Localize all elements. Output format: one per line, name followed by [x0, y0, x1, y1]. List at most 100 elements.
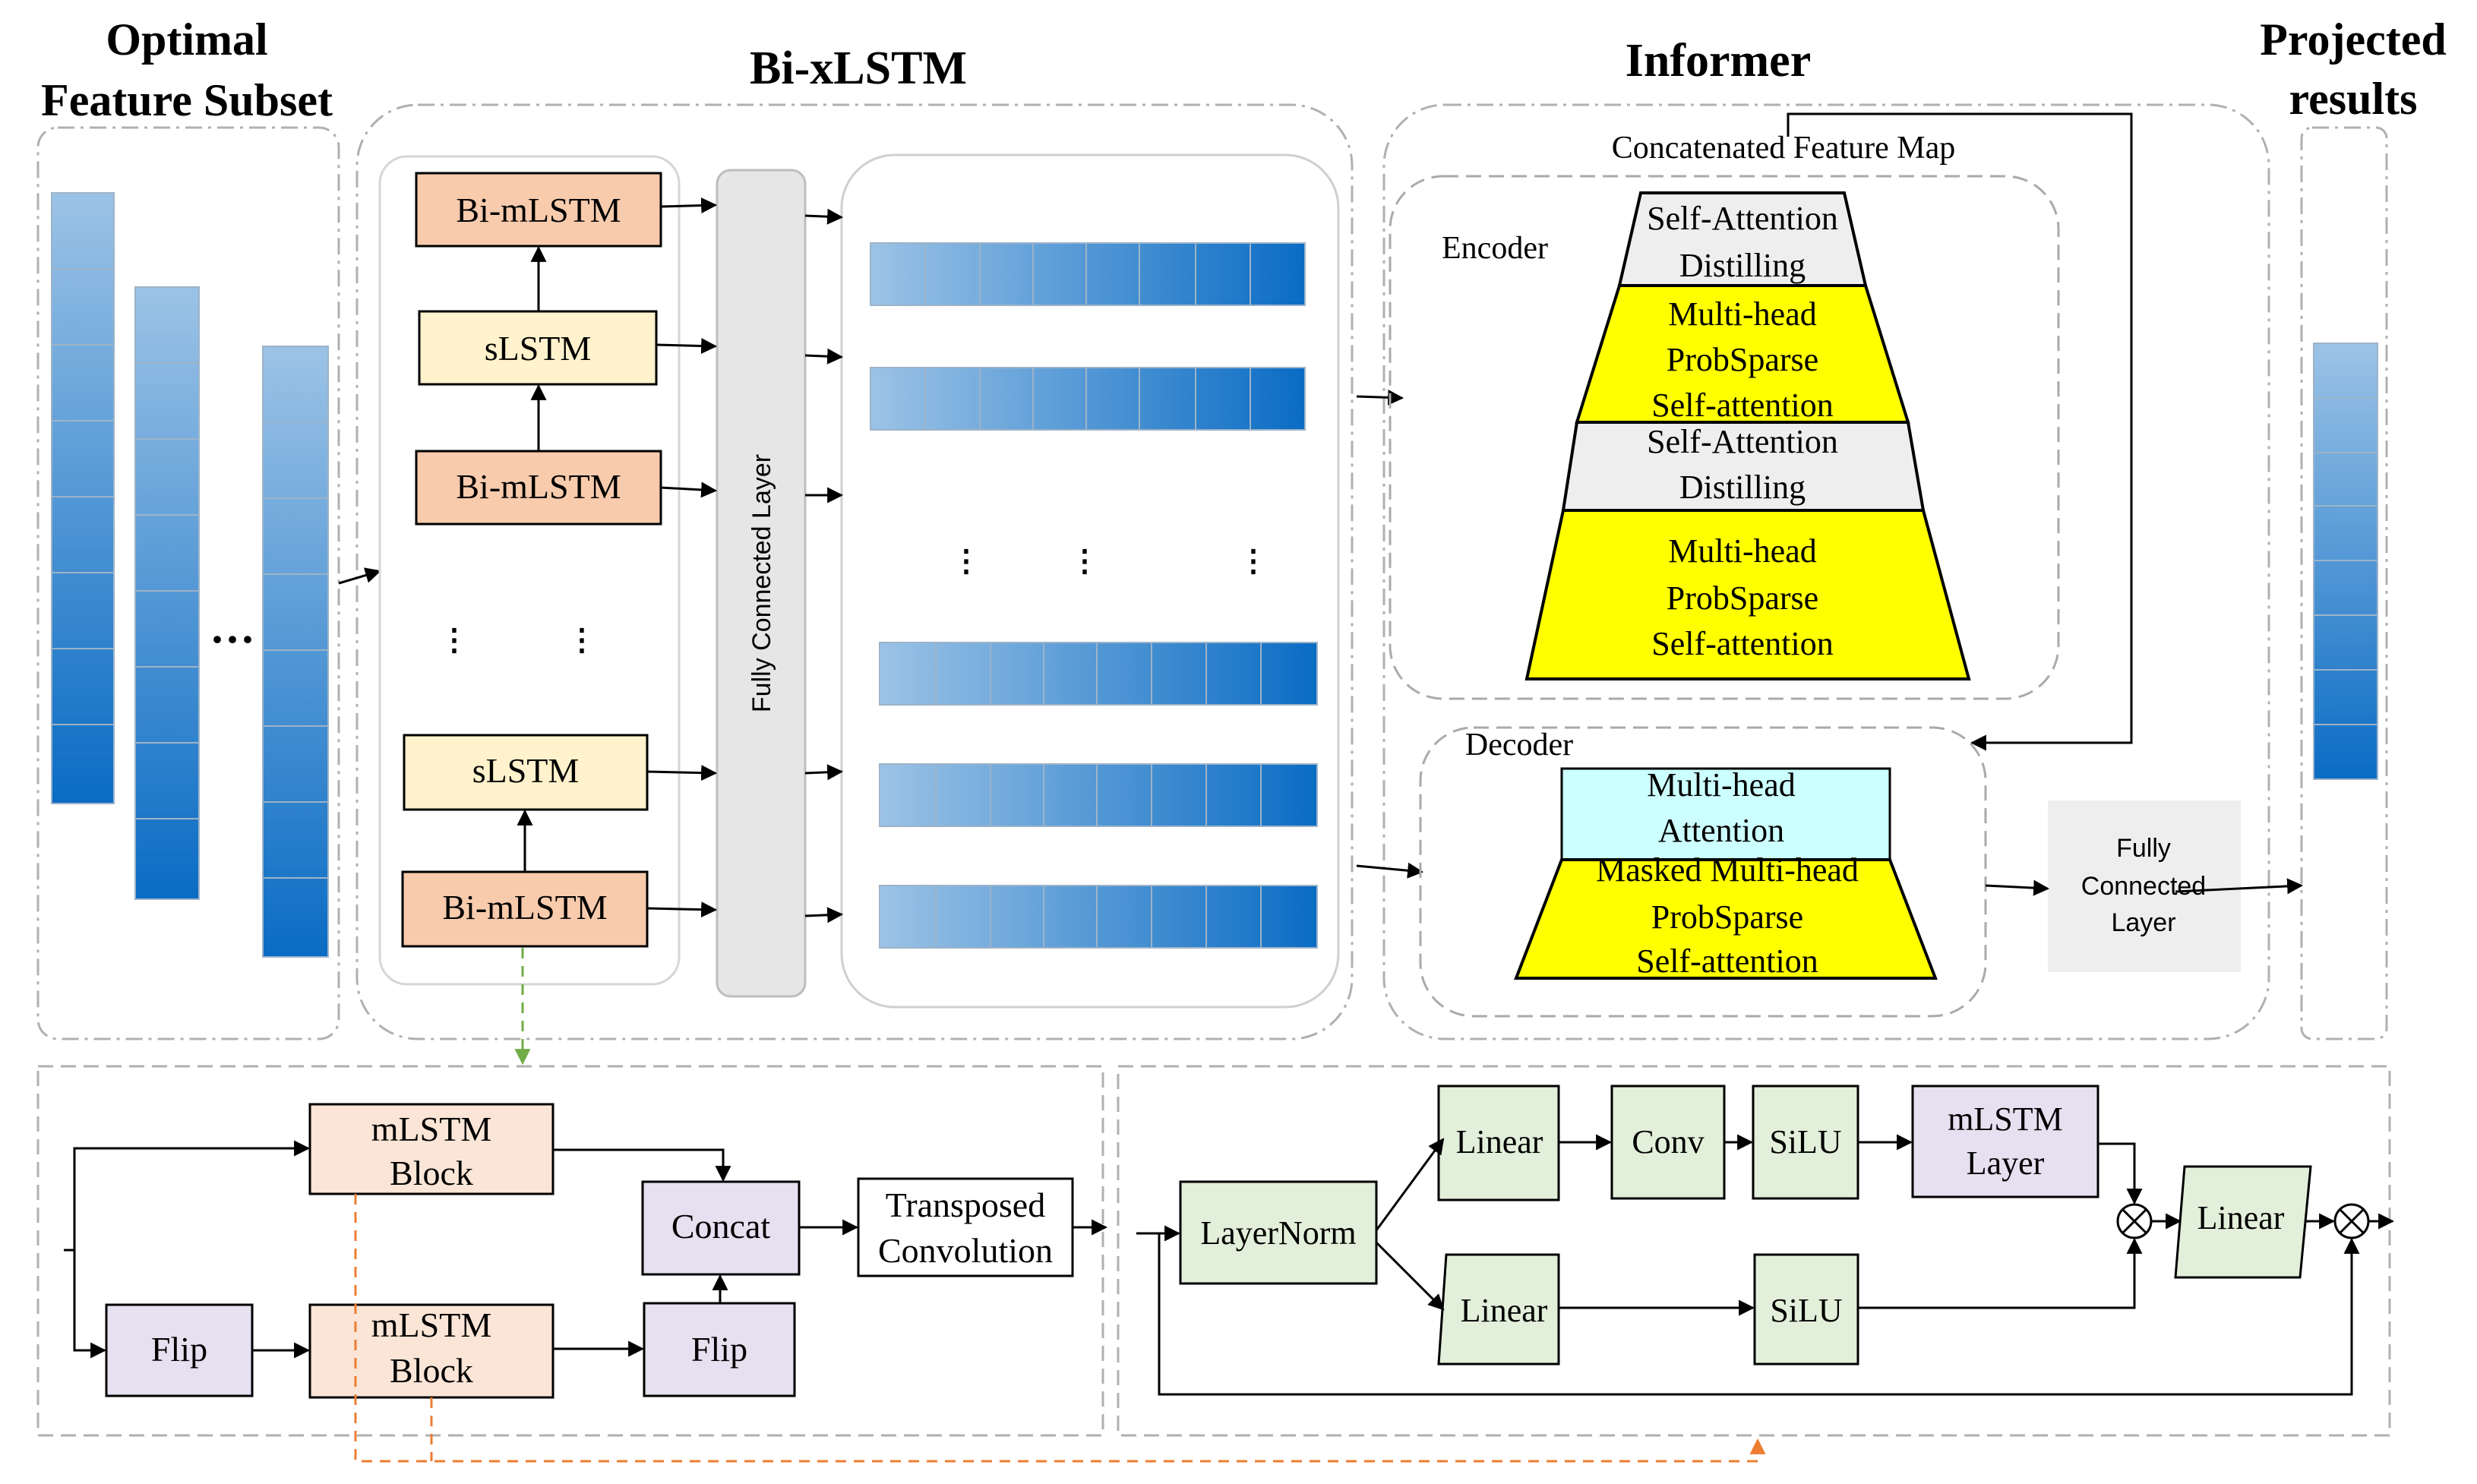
decoder-multihead-attention: Multi-head Attention	[1560, 766, 1891, 861]
feature-row-3	[879, 642, 1318, 706]
bottom-left-arrows	[64, 1140, 1108, 1359]
mlstm-block-top-line2: Block	[390, 1154, 473, 1192]
mh1-line3: Self-attention	[1651, 387, 1834, 424]
slstm-top-label: sLSTM	[485, 329, 592, 368]
mlstm-layer-line2: Layer	[1967, 1145, 2045, 1182]
bi-mlstm-mid-box: Bi-mLSTM	[415, 450, 662, 526]
bi-mlstm-bottom-box: Bi-mLSTM	[401, 870, 649, 948]
self-attention-distilling-1: Self-Attention Distilling	[1617, 191, 1868, 287]
slstm-low-box: sLSTM	[403, 734, 649, 811]
rows-ellipsis: ⋮ ⋮ ⋮	[951, 544, 1269, 578]
silu-top-label: SiLU	[1769, 1123, 1841, 1160]
bixlstm-title: Bi-xLSTM	[750, 43, 967, 94]
mlstm-block-top-line1: mLSTM	[371, 1110, 491, 1148]
mh2-line1: Multi-head	[1668, 532, 1817, 570]
mlstm-block-bottom: mLSTM Block	[308, 1303, 554, 1399]
xlstm-stack-panel	[378, 155, 681, 986]
fully-connected-layer-vertical: Fully Connected Layer	[716, 169, 807, 998]
bi-mlstm-bottom-label: Bi-mLSTM	[442, 888, 607, 927]
sad1-line2: Distilling	[1679, 247, 1806, 284]
arrow-decoder-to-fc	[1985, 879, 2050, 896]
feature-column-1	[51, 192, 115, 804]
decoder-panel	[1419, 726, 1987, 1018]
columns-ellipsis: ···	[210, 614, 255, 665]
feature-subset-panel	[36, 126, 340, 1040]
mh1-line1: Multi-head	[1668, 295, 1817, 333]
decoder-label: Decoder	[1465, 728, 1573, 763]
conv-label: Conv	[1632, 1123, 1704, 1160]
feature-row-4	[879, 763, 1318, 827]
mlstm-layer-line1: mLSTM	[1948, 1100, 2063, 1138]
svg-text:⋮: ⋮	[951, 544, 981, 578]
dec-mha-line1: Multi-head	[1647, 766, 1796, 804]
layernorm-box: LayerNorm	[1179, 1180, 1378, 1285]
encoder-label: Encoder	[1442, 231, 1548, 266]
bi-mlstm-mid-label: Bi-mLSTM	[456, 467, 621, 506]
concat-label: Concat	[671, 1207, 771, 1246]
fc-line2: Connected	[2081, 872, 2206, 901]
linear-top-box: Linear	[1437, 1085, 1560, 1201]
stack-ellipsis-left: ⋮	[439, 623, 469, 657]
mlstm-block-bottom-line1: mLSTM	[371, 1306, 491, 1344]
mh2-line3: Self-attention	[1651, 625, 1834, 662]
feature-row-1	[870, 242, 1306, 306]
informer-title: Informer	[1626, 35, 1811, 87]
flip-in-label: Flip	[151, 1330, 207, 1369]
sad1-line1: Self-Attention	[1647, 200, 1838, 237]
concat-box: Concat	[641, 1180, 801, 1276]
multihead-probsparse-2: Multi-head ProbSparse Self-attention	[1524, 509, 1971, 680]
transposed-line1: Transposed	[886, 1186, 1045, 1224]
linear-top-label: Linear	[1456, 1123, 1543, 1160]
feature-column-2	[134, 286, 200, 900]
arrow-encoder-to-decoder	[1787, 112, 2133, 751]
informer-panel	[1382, 103, 2270, 1040]
projected-title-line1: Projected	[2260, 14, 2446, 65]
dec-masked-line3: Self-attention	[1636, 942, 1818, 980]
flip-out-box: Flip	[643, 1302, 796, 1397]
mlstm-block-bottom-line2: Block	[390, 1351, 473, 1390]
silu-bottom-box: SiLU	[1753, 1253, 1859, 1366]
projected-title-line2: results	[2289, 74, 2418, 124]
mlstm-layer-box: mLSTM Layer	[1911, 1085, 2099, 1198]
slstm-low-label: sLSTM	[472, 751, 580, 790]
arrow-to-encoder	[1356, 389, 1404, 406]
dec-masked-line1: Masked Multi-head	[1596, 851, 1859, 889]
svg-text:⋮: ⋮	[1069, 544, 1100, 578]
bi-mlstm-top-label: Bi-mLSTM	[456, 191, 621, 229]
flip-in-box: Flip	[105, 1303, 254, 1397]
feature-row-5	[879, 885, 1318, 949]
bixlstm-panel	[355, 103, 1354, 1040]
fc-line3: Layer	[2111, 908, 2175, 937]
mlstm-block-top: mLSTM Block	[308, 1103, 554, 1195]
projected-panel	[2300, 126, 2388, 1040]
conv-box: Conv	[1610, 1085, 1726, 1200]
fc-line1: Fully	[2116, 834, 2171, 863]
mh2-line2: ProbSparse	[1667, 579, 1818, 617]
linear-out-box: Linear	[2174, 1165, 2312, 1279]
silu-bottom-label: SiLU	[1770, 1292, 1842, 1329]
projected-output-column	[2313, 343, 2378, 780]
mh1-line2: ProbSparse	[1667, 341, 1818, 378]
linear-out-label: Linear	[2197, 1199, 2285, 1236]
stack-ellipsis-right: ⋮	[567, 623, 597, 657]
orange-dashed-link	[354, 1194, 1766, 1463]
linear-bottom-label: Linear	[1461, 1292, 1548, 1329]
arrow-to-decoder	[1356, 862, 1424, 879]
fc-vertical-label: Fully Connected Layer	[747, 454, 776, 712]
slstm-top-box: sLSTM	[418, 310, 658, 386]
bi-mlstm-top-box: Bi-mLSTM	[415, 172, 662, 248]
multiply-icon-2	[2333, 1203, 2370, 1239]
arrow-features-to-bixlstm	[338, 567, 382, 585]
svg-text:⋮: ⋮	[1238, 544, 1269, 578]
transposed-line2: Convolution	[878, 1231, 1053, 1270]
feature-subset-title-line2: Feature Subset	[41, 75, 333, 125]
silu-top-box: SiLU	[1752, 1085, 1859, 1200]
transposed-convolution-box: Transposed Convolution	[857, 1177, 1074, 1277]
encoder-panel	[1389, 175, 2060, 700]
feature-subset-title-line1: Optimal	[106, 14, 267, 65]
bottom-right-arrows	[1136, 1134, 2395, 1396]
self-attention-distilling-2: Self-Attention Distilling	[1561, 421, 1926, 512]
multiply-icon-1	[2116, 1203, 2153, 1239]
dec-mha-line2: Attention	[1658, 812, 1784, 849]
